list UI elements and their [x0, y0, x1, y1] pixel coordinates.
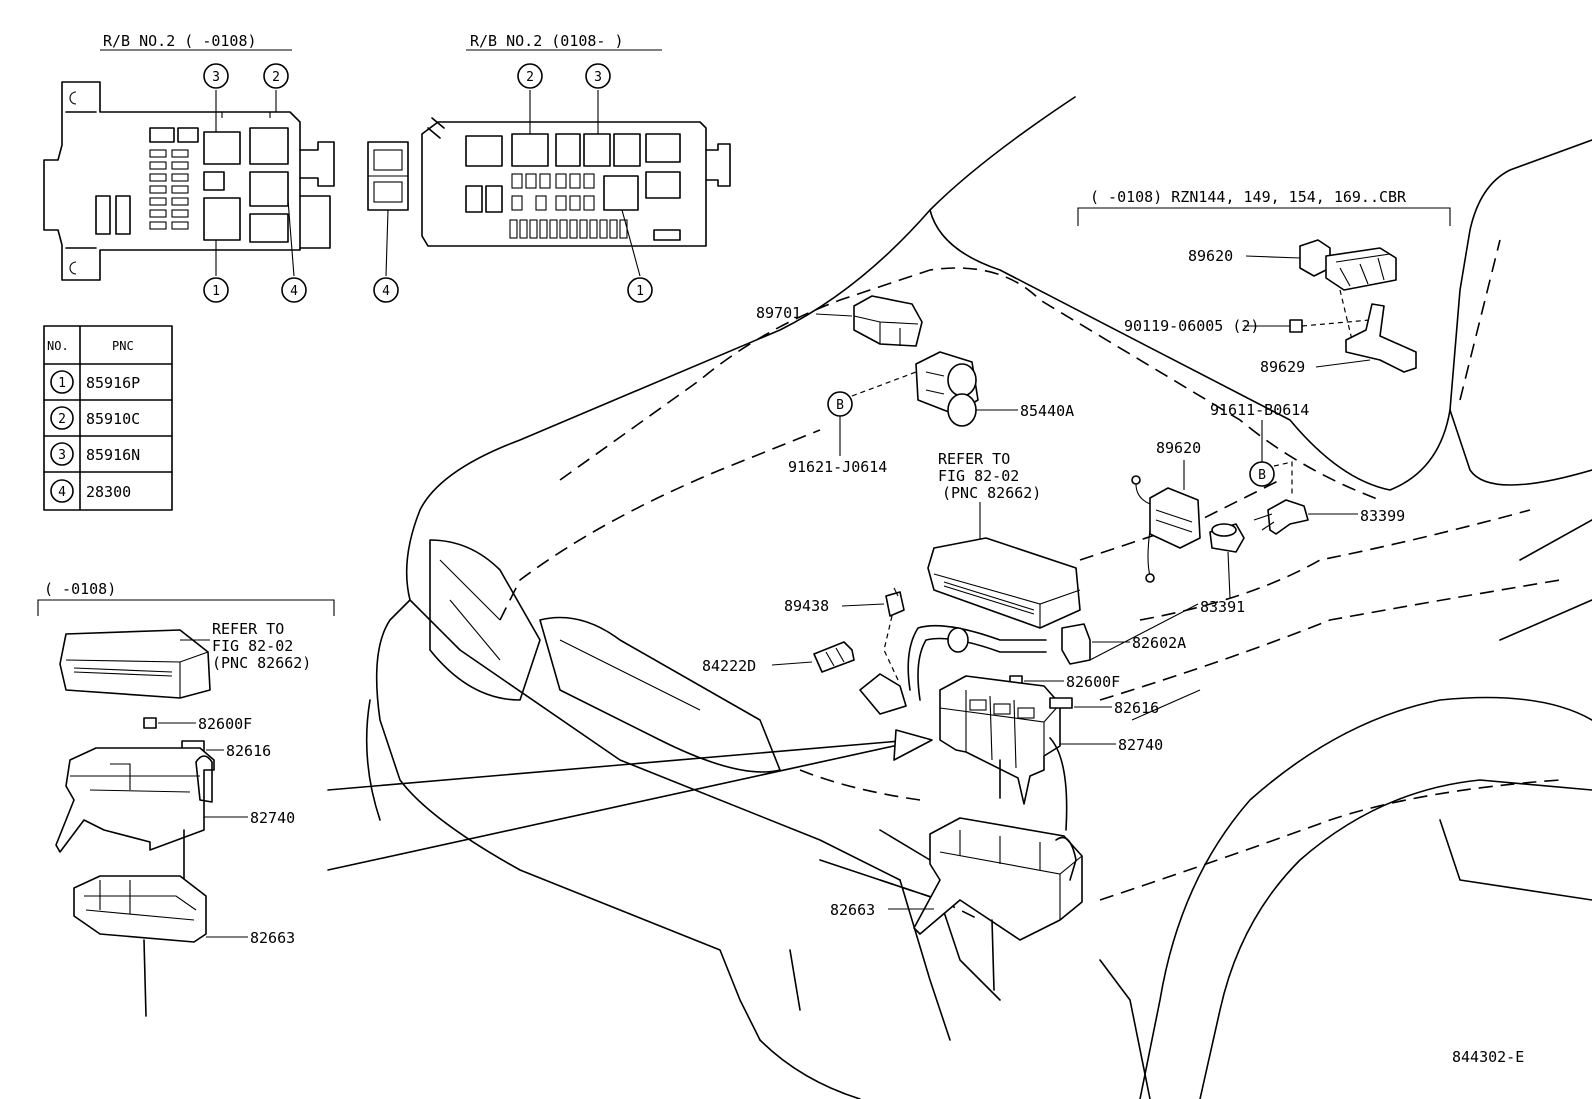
part-82616: 82616	[226, 742, 271, 760]
table-cell-no: 2	[58, 412, 66, 427]
figure-id: 844302-E	[1452, 1048, 1524, 1066]
callout-number: 3	[212, 70, 220, 85]
table-cell-pnc: 85916N	[86, 446, 140, 464]
fuse-array-left	[149, 149, 189, 230]
part-84222d: 84222D	[702, 657, 756, 675]
part-89629: 89629	[1260, 358, 1305, 376]
refer-main-line1: REFER TO	[938, 450, 1010, 468]
pnc-table: NO. PNC 1 85916P 2 85910C 3 85916N 4 283…	[43, 325, 173, 511]
table-header-pnc: PNC	[112, 339, 134, 353]
part-82602a: 82602A	[1132, 634, 1186, 652]
part-82600f: 82600F	[198, 715, 252, 733]
rb-right-header: R/B NO.2 (0108- )	[470, 32, 624, 50]
part-90119: 90119-06005 (2)	[1124, 317, 1259, 335]
right-box-header: ( -0108) RZN144, 149, 154, 169..CBR	[1090, 188, 1407, 206]
part-82663: 82663	[250, 929, 295, 947]
part-82740: 82740	[250, 809, 295, 827]
callout-number: 2	[526, 70, 534, 85]
refer-note-line1: REFER TO	[212, 620, 284, 638]
part-91621: 91621-J0614	[788, 458, 887, 476]
callout-number: 3	[594, 70, 602, 85]
callout-number: 4	[382, 284, 390, 299]
part-85440a: 85440A	[1020, 402, 1074, 420]
callout-circle	[585, 63, 611, 89]
right-detail-box: ( -0108) RZN144, 149, 154, 169..CBR 8962…	[1077, 188, 1451, 376]
callout-circle	[627, 277, 653, 303]
table-cell-no: 4	[58, 485, 66, 500]
refer-main-line3: (PNC 82662)	[942, 484, 1041, 502]
table-header-no: NO.	[47, 339, 69, 353]
left-detail-box: ( -0108) REFER TO FIG 82-02 (PNC 82662) …	[37, 580, 933, 1017]
callout-number: 2	[272, 70, 280, 85]
part-89438: 89438	[784, 597, 829, 615]
part-82616-main: 82616	[1114, 699, 1159, 717]
callout-number: 1	[212, 284, 220, 299]
part-82663-main: 82663	[830, 901, 875, 919]
part-83391: 83391	[1200, 598, 1245, 616]
part-89701: 89701	[756, 304, 801, 322]
refer-main-line2: FIG 82-02	[938, 467, 1019, 485]
left-box-header: ( -0108)	[44, 580, 116, 598]
table-cell-pnc: 85910C	[86, 410, 140, 428]
callout-circle	[203, 63, 229, 89]
callout-circle	[281, 277, 307, 303]
main-parts: 89701 85440A B 91621-J0614 REFER TO FIG …	[702, 295, 1405, 991]
table-cell-no: 1	[58, 376, 66, 391]
part-82740-main: 82740	[1118, 736, 1163, 754]
callout-circle	[263, 63, 289, 89]
callout-number: 4	[290, 284, 298, 299]
rb-left-header: R/B NO.2 ( -0108)	[103, 32, 257, 50]
table-cell-no: 3	[58, 448, 66, 463]
fuse-array-right	[509, 173, 628, 239]
bolt-mark-b-2: B	[1258, 468, 1266, 483]
callout-circle	[203, 277, 229, 303]
part-89620-a: 89620	[1188, 247, 1233, 265]
callout-circle	[373, 277, 399, 303]
part-82600f-main: 82600F	[1066, 673, 1120, 691]
callout-circle	[517, 63, 543, 89]
part-83399: 83399	[1360, 507, 1405, 525]
relay-block-left: R/B NO.2 ( -0108)	[43, 32, 335, 303]
bolt-mark-b: B	[836, 398, 844, 413]
table-cell-pnc: 28300	[86, 483, 131, 501]
relay-block-right: R/B NO.2 (0108- )	[367, 32, 731, 303]
refer-note-line2: FIG 82-02	[212, 637, 293, 655]
part-89620-b: 89620	[1156, 439, 1201, 457]
table-cell-pnc: 85916P	[86, 374, 140, 392]
refer-note-line3: (PNC 82662)	[212, 654, 311, 672]
callout-number: 1	[636, 284, 644, 299]
hood-dashed-lines	[499, 239, 1561, 921]
part-91611: 91611-B0614	[1210, 401, 1309, 419]
